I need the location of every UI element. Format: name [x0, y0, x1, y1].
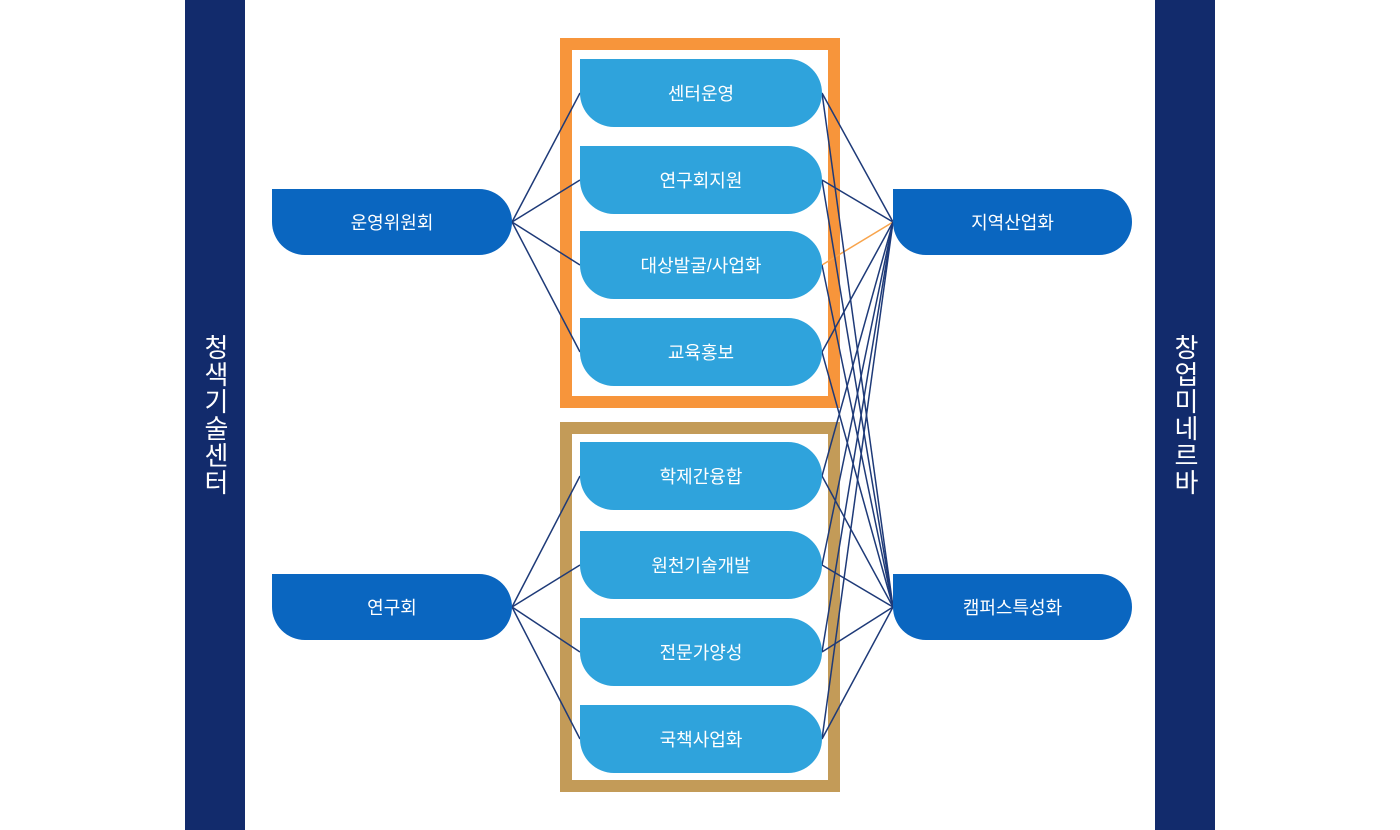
- node-expert-training: 전문가양성: [580, 618, 822, 686]
- node-label: 학제간융합: [659, 467, 743, 487]
- node-society-support: 연구회지원: [580, 146, 822, 214]
- node-center-operation: 센터운영: [580, 59, 822, 127]
- node-education-promotion: 교육홍보: [580, 318, 822, 386]
- node-label: 운영위원회: [350, 213, 434, 233]
- node-target-discovery-commercialization: 대상발굴/사업화: [580, 231, 822, 299]
- node-research-society: 연구회: [272, 574, 512, 640]
- node-label: 원천기술개발: [651, 556, 751, 576]
- node-label: 대상발굴/사업화: [640, 256, 762, 276]
- left-sidebar-label: 청색기술센터: [200, 334, 230, 496]
- node-label: 센터운영: [667, 84, 735, 104]
- node-regional-industrialization: 지역산업화: [893, 189, 1132, 255]
- left-sidebar: 청색기술센터: [185, 0, 245, 830]
- node-label: 캠퍼스특성화: [962, 598, 1063, 618]
- node-core-technology-development: 원천기술개발: [580, 531, 822, 599]
- node-label: 교육홍보: [667, 343, 735, 363]
- node-label: 국책사업화: [659, 730, 743, 750]
- node-label: 전문가양성: [659, 643, 743, 663]
- node-campus-specialization: 캠퍼스특성화: [893, 574, 1132, 640]
- node-interdisciplinary-convergence: 학제간융합: [580, 442, 822, 510]
- node-national-project-commercialization: 국책사업화: [580, 705, 822, 773]
- node-label: 연구회지원: [659, 171, 743, 191]
- node-label: 연구회: [367, 598, 417, 618]
- right-sidebar-label: 창업미네르바: [1170, 334, 1200, 496]
- node-label: 지역산업화: [971, 213, 1054, 233]
- right-sidebar: 창업미네르바: [1155, 0, 1215, 830]
- node-operating-committee: 운영위원회: [272, 189, 512, 255]
